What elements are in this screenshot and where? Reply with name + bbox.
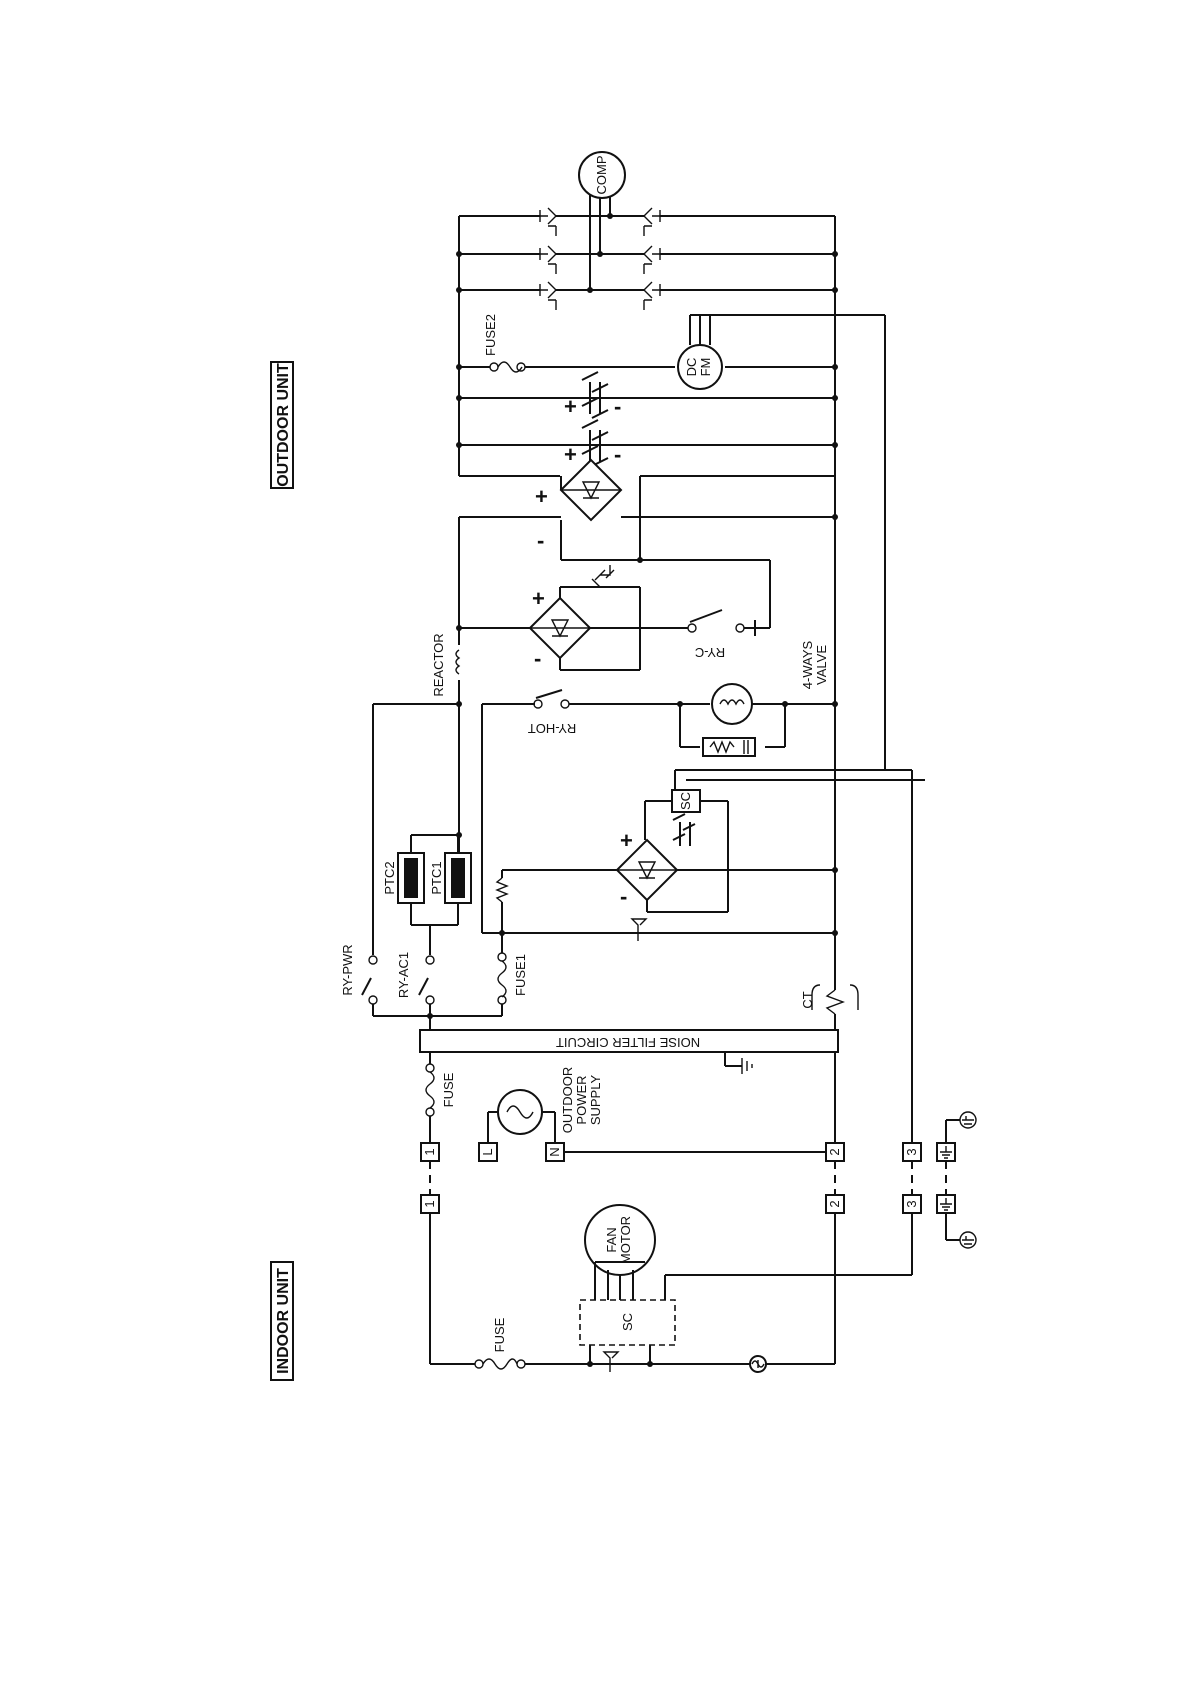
- svg-text:-: -: [537, 528, 544, 553]
- pfc-bridge-rectifier: + -: [456, 565, 640, 671]
- svg-text:1: 1: [422, 1148, 437, 1155]
- svg-text:-: -: [534, 646, 541, 671]
- svg-text:SUPPLY: SUPPLY: [588, 1075, 603, 1126]
- smoothing-capacitors: + - + -: [564, 372, 621, 467]
- svg-text:FUSE: FUSE: [492, 1317, 507, 1352]
- svg-text:3: 3: [904, 1200, 919, 1207]
- dc-bus: [456, 216, 838, 476]
- svg-text:PTC2: PTC2: [382, 861, 397, 894]
- svg-text:-: -: [620, 884, 627, 909]
- noise-filter-circuit: NOISE FILTER CIRCUIT: [420, 1030, 838, 1074]
- svg-text:RY-C: RY-C: [695, 645, 725, 660]
- ptc-thermistors: PTC2 PTC1: [382, 832, 471, 925]
- svg-text:+: +: [620, 828, 633, 853]
- svg-text:FUSE2: FUSE2: [483, 314, 498, 356]
- svg-text:POWER: POWER: [574, 1075, 589, 1124]
- svg-text:FAN: FAN: [604, 1227, 619, 1252]
- indoor-terminals: 1 2 3: [421, 1195, 976, 1248]
- neutral-rail: [832, 476, 838, 990]
- current-transformer: CT: [800, 985, 858, 1030]
- fuse-indoor: FUSE: [475, 1317, 525, 1369]
- dc-fan-motor: DC FM: [675, 315, 885, 780]
- thermal-fuse-icon: [750, 1356, 766, 1372]
- svg-text:DC: DC: [684, 358, 699, 377]
- fuse1: FUSE1: [498, 933, 528, 1004]
- svg-text:RY-HOT: RY-HOT: [528, 721, 576, 736]
- svg-text:N: N: [547, 1147, 562, 1156]
- svg-text:OUTDOOR: OUTDOOR: [560, 1067, 575, 1133]
- ry-c-relay: RY-C: [640, 610, 770, 660]
- svg-text:FUSE1: FUSE1: [513, 954, 528, 996]
- svg-text:SC: SC: [678, 792, 693, 810]
- svg-text:2: 2: [827, 1148, 842, 1155]
- svg-text:REACTOR: REACTOR: [431, 633, 446, 696]
- svg-text:+: +: [535, 484, 548, 509]
- svg-text:+: +: [564, 442, 577, 467]
- svg-text:+: +: [532, 586, 545, 611]
- sc-bridge-rectifier: + -: [502, 828, 838, 912]
- svg-text:4-WAYS: 4-WAYS: [800, 640, 815, 689]
- indoor-unit-heading: INDOOR UNIT: [271, 1262, 293, 1380]
- svg-text:INDOOR UNIT: INDOOR UNIT: [275, 1268, 292, 1374]
- compressor: COMP: [579, 152, 625, 198]
- svg-text:OUTDOOR UNIT: OUTDOOR UNIT: [275, 363, 292, 487]
- main-bridge-rectifier: + -: [459, 460, 835, 628]
- svg-text:2: 2: [827, 1200, 842, 1207]
- inverter-transistors: [540, 190, 660, 310]
- svg-text:PTC1: PTC1: [429, 861, 444, 894]
- outdoor-unit-heading: OUTDOOR UNIT: [271, 362, 293, 488]
- svg-text:+: +: [564, 394, 577, 419]
- svg-text:MOTOR: MOTOR: [618, 1216, 633, 1264]
- svg-text:1: 1: [422, 1200, 437, 1207]
- svg-text:SC: SC: [620, 1313, 635, 1331]
- fan-motor: FAN MOTOR: [585, 1205, 655, 1300]
- svg-text:-: -: [614, 394, 621, 419]
- svg-text:RY-AC1: RY-AC1: [396, 952, 411, 998]
- svg-text:FUSE: FUSE: [441, 1072, 456, 1107]
- svg-text:CT: CT: [800, 991, 815, 1008]
- svg-text:NOISE FILTER CIRCUIT: NOISE FILTER CIRCUIT: [556, 1035, 700, 1050]
- svg-text:-: -: [614, 442, 621, 467]
- sc-outdoor: SC: [645, 780, 925, 912]
- svg-text:3: 3: [904, 1148, 919, 1155]
- svg-text:RY-PWR: RY-PWR: [340, 944, 355, 995]
- ry-ac1-relay: RY-AC1: [396, 925, 434, 1004]
- svg-text:VALVE: VALVE: [814, 645, 829, 685]
- fuse2: FUSE2: [483, 314, 525, 372]
- sc-indoor: SC: [580, 1300, 675, 1372]
- inter-unit-wiring: [430, 1161, 946, 1195]
- svg-text:L: L: [480, 1148, 495, 1155]
- svg-text:COMP: COMP: [594, 156, 609, 195]
- fuse-outdoor: FUSE: [426, 1052, 456, 1143]
- svg-text:FM: FM: [698, 358, 713, 377]
- outdoor-power-supply: OUTDOOR POWER SUPPLY: [488, 1067, 603, 1143]
